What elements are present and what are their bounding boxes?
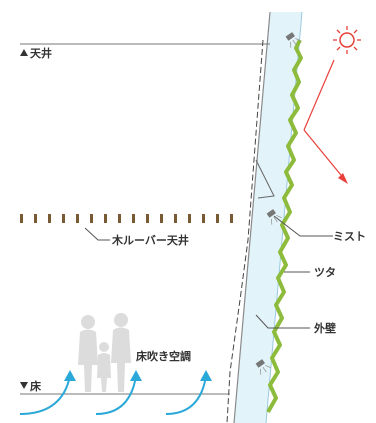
ivy-label: ツタ bbox=[314, 266, 336, 279]
wood-louver-leader bbox=[84, 227, 110, 241]
sun-icon bbox=[333, 26, 361, 54]
air-flow-arrowhead-icon bbox=[200, 370, 212, 381]
outer-wall-leader bbox=[255, 314, 310, 329]
air-flow-arrow-icon bbox=[19, 375, 71, 415]
sun-ray-arrowhead-icon bbox=[338, 173, 348, 184]
sun-ray-arrow bbox=[303, 129, 346, 181]
air-flow-arrowhead-icon bbox=[64, 370, 76, 381]
sun-ray-arrow bbox=[303, 59, 335, 131]
ivy-layer bbox=[266, 39, 303, 413]
glass-facade bbox=[234, 12, 302, 423]
mist-nozzle-icon bbox=[255, 359, 271, 375]
air-flow-arrow-icon bbox=[165, 375, 207, 415]
floor-marker-icon bbox=[20, 382, 28, 389]
air-flow-arrow-icon bbox=[95, 375, 137, 415]
ceiling-marker-icon bbox=[20, 49, 28, 56]
ceiling-label: 天井 bbox=[30, 46, 52, 60]
wood-louver-ceiling-label: 木ルーバー天井 bbox=[111, 233, 189, 247]
wood-louver-row bbox=[20, 214, 233, 223]
floor-label: 床 bbox=[30, 379, 42, 393]
floor-blow-ac-label: 床吹き空調 bbox=[136, 349, 191, 363]
mist-leader bbox=[273, 215, 333, 237]
mist-nozzle-icon bbox=[285, 32, 301, 48]
outer-wall-label: 外壁 bbox=[313, 321, 336, 335]
inner-frame-line bbox=[226, 39, 264, 423]
mist-label: ミスト bbox=[333, 230, 366, 243]
glass-inner-edge bbox=[233, 11, 271, 423]
louver-blade bbox=[255, 159, 275, 199]
mist-nozzle-icon bbox=[266, 209, 282, 225]
air-flow-arrowhead-icon bbox=[130, 370, 142, 381]
people-silhouette-icon bbox=[78, 313, 131, 392]
